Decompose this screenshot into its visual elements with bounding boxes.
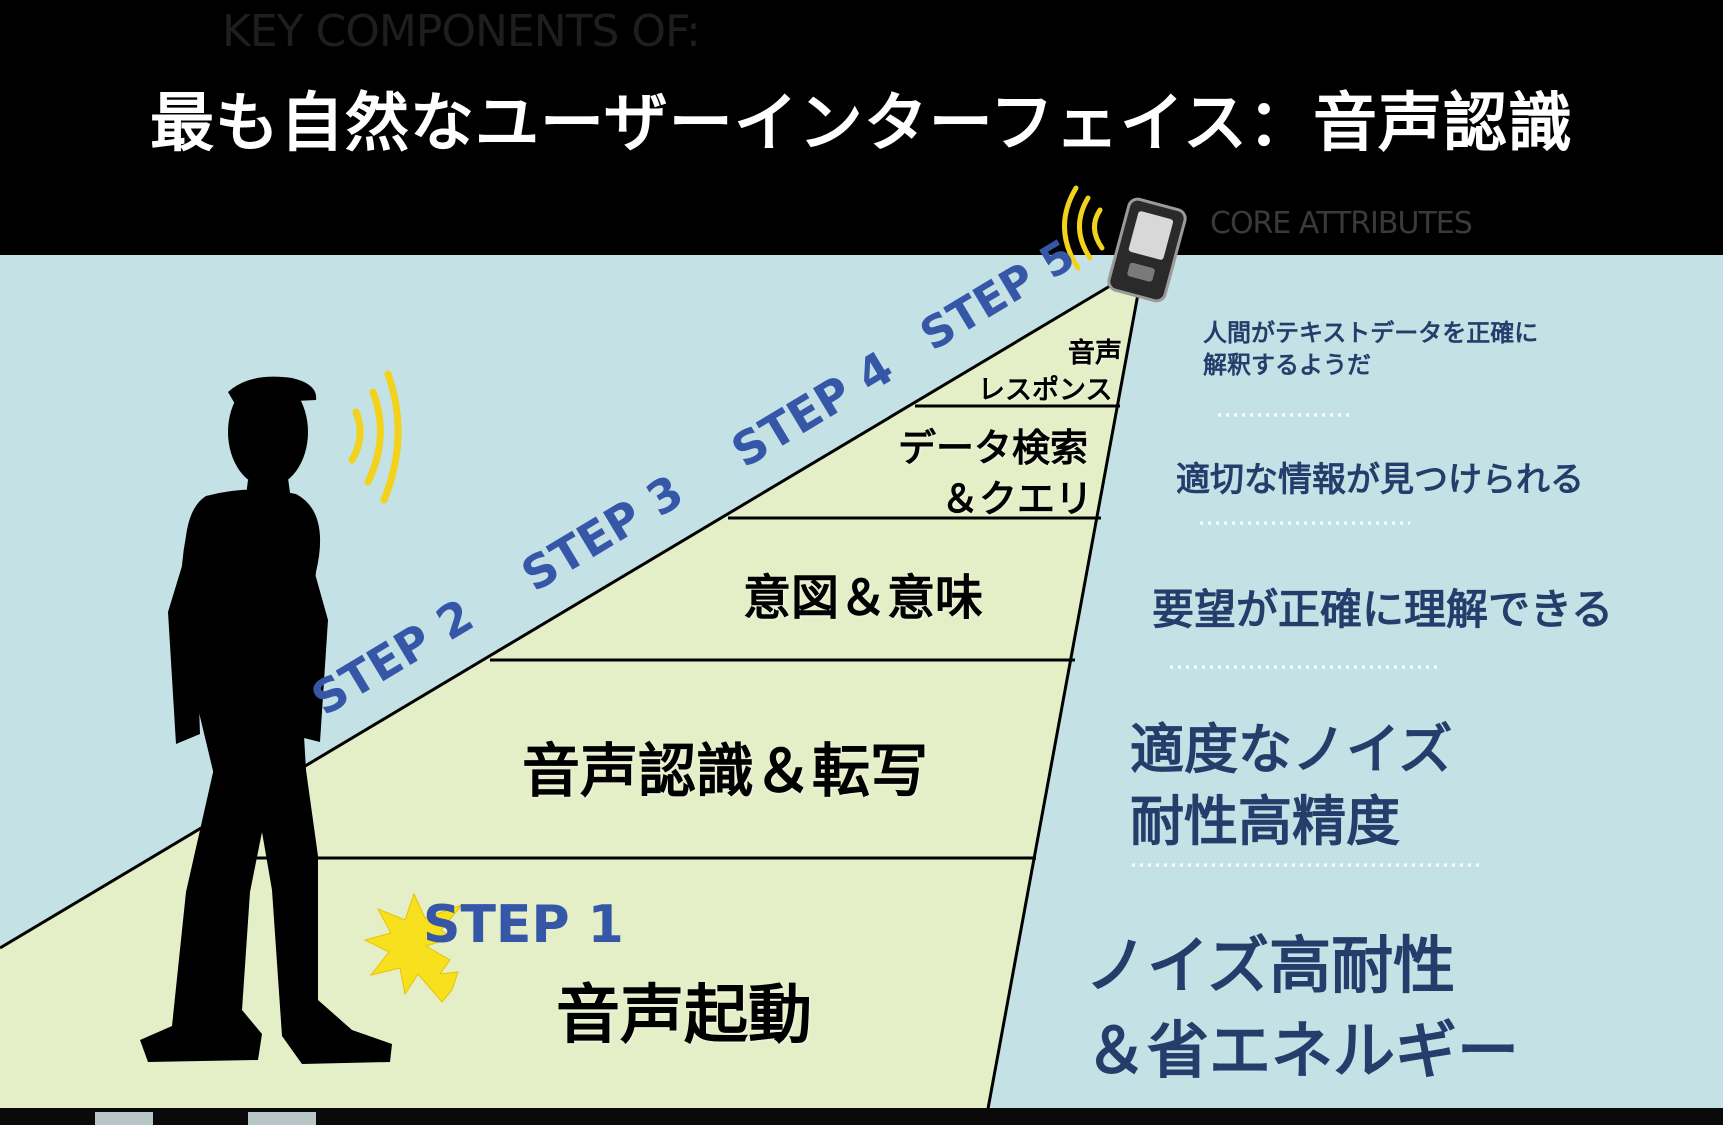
starburst-icon [363, 892, 464, 1003]
attribute-2-line-1: 適度なノイズ [1130, 718, 1453, 781]
ghost-header-text: KEY COMPONENTS OF: [222, 6, 701, 57]
phone-icon [1107, 197, 1187, 303]
sound-waves-icon [348, 370, 402, 504]
ramp-top-edge [0, 281, 1116, 950]
ramp-right-edge [983, 282, 1142, 1125]
attribute-2-line-2: 耐性高精度 [1130, 790, 1400, 853]
attribute-5-line-2: 解釈するようだ [1203, 351, 1371, 379]
person-silhouette-icon [140, 376, 392, 1064]
floor-mark-left [95, 1112, 153, 1125]
floor-mark-right [248, 1112, 316, 1125]
attribute-4-line-1: 適切な情報が見つけられる [1176, 460, 1584, 500]
step-label-1: STEP 1 [423, 895, 624, 955]
step-2-line-1: 音声認識＆転写 [522, 737, 929, 805]
floor-strip [0, 1108, 1723, 1125]
ramp-borders [0, 281, 1142, 1125]
step-4-line-1: データ検索 [898, 426, 1089, 470]
step-1-line-1: 音声起動 [556, 979, 812, 1053]
attribute-5-line-1: 人間がテキストデータを正確に [1203, 319, 1539, 347]
header-band [0, 0, 1723, 255]
step-5-line-2: レスポンス [978, 375, 1113, 406]
attribute-1-line-1: ノイズ高耐性 [1085, 929, 1456, 1002]
phone-wave-icon [1062, 185, 1105, 271]
step-4-line-2: ＆クエリ [941, 477, 1094, 521]
ghost-core-text: CORE ATTRIBUTES [1210, 206, 1473, 241]
attribute-3-line-1: 要望が正確に理解できる [1152, 585, 1614, 634]
step-3-line-1: 意図＆意味 [743, 570, 984, 626]
page-title: 最も自然なユーザーインターフェイス：音声認識 [150, 87, 1573, 161]
attribute-1-line-2: ＆省エネルギー [1085, 1014, 1520, 1087]
attribute-separators [1132, 413, 1480, 867]
step-5-line-1: 音声 [1068, 338, 1122, 369]
